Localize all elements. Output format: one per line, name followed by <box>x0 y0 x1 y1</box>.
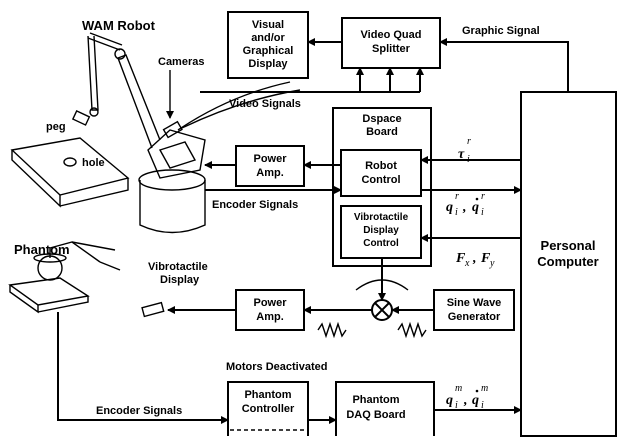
encoder-bottom-arrow <box>57 312 229 424</box>
robot-control-line1: Robot <box>365 160 397 172</box>
svg-text:τ: τ <box>458 147 465 162</box>
vibro-display-control-box <box>340 205 422 259</box>
power-amp-top-line1: Power <box>253 153 287 165</box>
phantom-ctrl-line1: Phantom <box>244 389 291 401</box>
svg-text:q: q <box>472 200 479 215</box>
splitter-line2: Splitter <box>372 43 411 55</box>
dspace-line2: Board <box>366 126 398 138</box>
svg-text:,: , <box>463 393 468 408</box>
q-r-label: q i r , q i r <box>446 191 485 218</box>
force-label: F x , F y <box>455 251 495 269</box>
phantom-ctrl-line2: Controller <box>242 403 295 415</box>
graphic-signal-arrow <box>439 38 569 92</box>
svg-text:i: i <box>455 400 458 411</box>
envelope-waveform <box>355 279 409 291</box>
sine-line2: Generator <box>448 311 501 323</box>
power-amp-bottom-box <box>235 289 305 331</box>
display-line3: Graphical <box>243 45 294 57</box>
svg-text:i: i <box>481 400 484 411</box>
svg-text:m: m <box>481 383 488 394</box>
power-amp-top-box <box>235 145 305 187</box>
power-amp-bottom-line2: Amp. <box>256 311 284 323</box>
vibro-ctrl-line1: Vibrotactile <box>354 212 409 223</box>
vibro-display-line2: Display <box>160 274 200 286</box>
power-amp-top-line2: Amp. <box>256 167 284 179</box>
hole-board-illustration <box>10 137 130 208</box>
svg-text:r: r <box>467 136 471 147</box>
pc-line2: Computer <box>537 254 598 269</box>
dspace-line1: Dspace <box>362 113 401 125</box>
encoder-signals-bottom-label: Encoder Signals <box>96 405 182 417</box>
svg-text:,: , <box>462 200 467 215</box>
motors-deactivated-label: Motors Deactivated <box>226 361 327 373</box>
power-amp-bottom-line1: Power <box>253 297 287 309</box>
svg-text:i: i <box>455 207 458 218</box>
encoder-signals-top-label: Encoder Signals <box>212 199 298 211</box>
video-signals-label: Video Signals <box>229 98 301 110</box>
svg-text:,: , <box>472 251 477 266</box>
svg-text:r: r <box>455 191 459 202</box>
peg-label: peg <box>46 121 66 133</box>
sine-waveform <box>397 321 427 339</box>
phantom-controller-box <box>227 381 309 436</box>
wam-robot-label: WAM Robot <box>82 18 156 33</box>
svg-text:q: q <box>446 200 453 215</box>
sine-line1: Sine Wave <box>447 297 502 309</box>
svg-text:r: r <box>481 191 485 202</box>
svg-text:F: F <box>480 251 491 266</box>
svg-text:i: i <box>467 154 470 165</box>
display-line2: and/or <box>251 32 285 44</box>
graphic-signal-label: Graphic Signal <box>462 25 540 37</box>
svg-text:F: F <box>455 251 466 266</box>
display-line1: Visual <box>252 19 284 31</box>
modulated-waveform <box>317 321 347 339</box>
display-line4: Display <box>248 58 288 70</box>
phantom-label: Phantom <box>14 242 70 257</box>
vibro-ctrl-line2: Display <box>363 225 399 236</box>
svg-text:y: y <box>489 258 495 269</box>
svg-text:m: m <box>455 383 462 394</box>
cameras-label: Cameras <box>158 56 204 68</box>
svg-text:q: q <box>472 393 479 408</box>
hole-label: hole <box>82 157 105 169</box>
q-m-label: q i m , q i m <box>446 383 488 411</box>
phantom-daq-line1: Phantom <box>352 394 399 406</box>
phantom-illustration <box>8 241 165 318</box>
sine-wave-generator-box <box>433 289 515 331</box>
vibro-ctrl-line3: Control <box>363 238 399 249</box>
vibro-display-line1: Vibrotactile <box>148 261 208 273</box>
visual-display-box <box>227 11 309 79</box>
tau-label: τ i r <box>458 136 471 165</box>
svg-text:q: q <box>446 393 453 408</box>
svg-text:i: i <box>481 207 484 218</box>
robot-control-line2: Control <box>361 174 400 186</box>
splitter-line1: Video Quad <box>361 29 422 41</box>
svg-text:x: x <box>464 258 470 269</box>
robot-control-box <box>340 149 422 197</box>
phantom-daq-line2: DAQ Board <box>346 409 405 421</box>
wam-robot-illustration <box>71 32 301 234</box>
pc-line1: Personal <box>541 238 596 253</box>
